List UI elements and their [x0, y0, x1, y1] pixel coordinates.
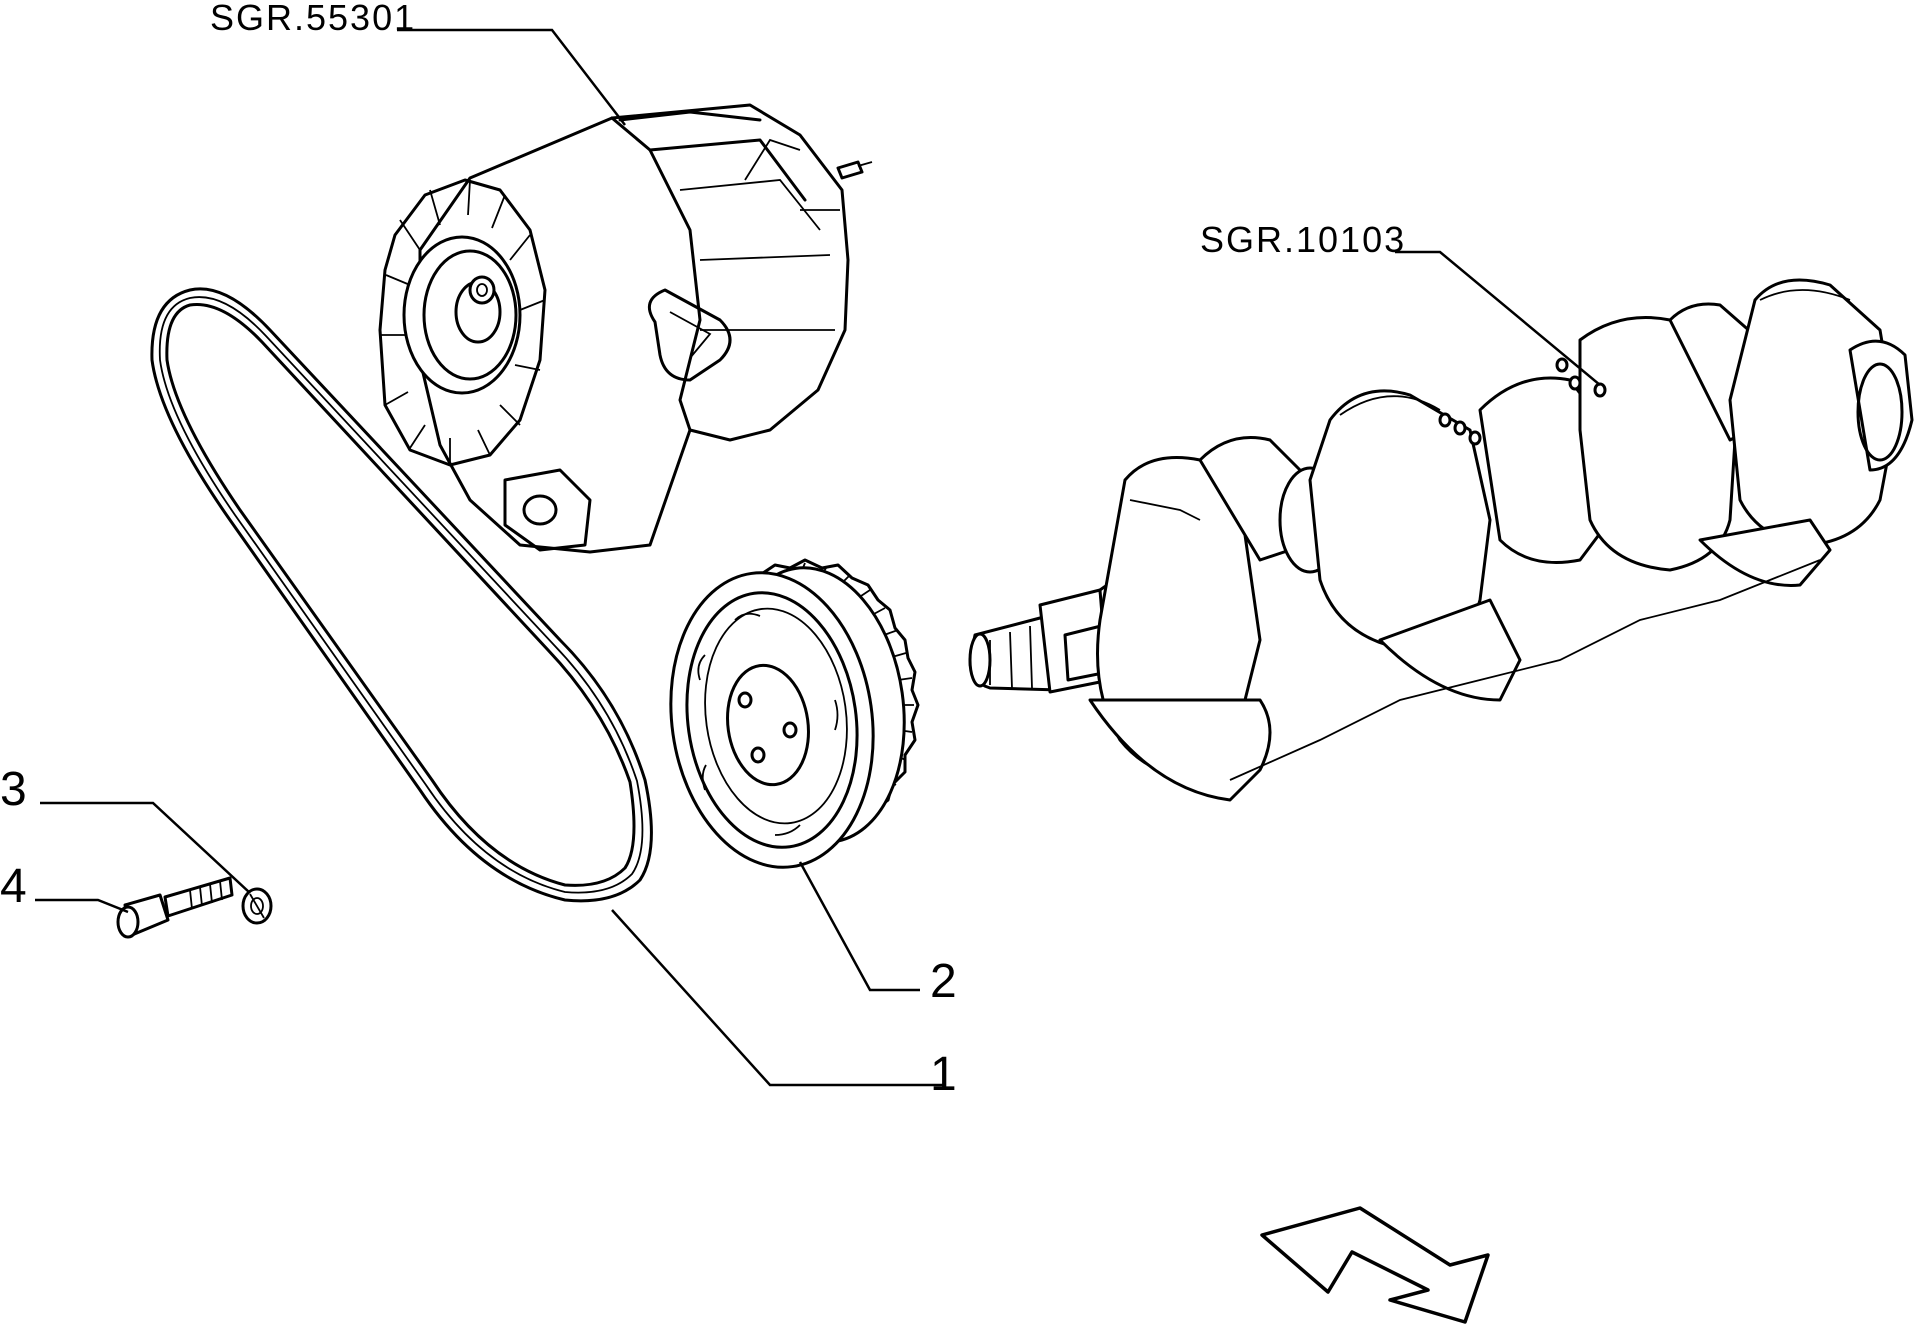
washer-drawing — [241, 887, 273, 925]
crankshaft-pulley-drawing — [669, 558, 920, 869]
drive-belt-drawing — [150, 287, 653, 903]
item-number-4: 4 — [0, 860, 27, 913]
leader-line-item-4 — [35, 898, 129, 914]
item-number-3: 3 — [0, 763, 27, 816]
crankshaft-reference-label: SGR.10103 — [1200, 219, 1406, 260]
alternator-reference-label: SGR.55301 — [210, 0, 416, 38]
leader-line-item-2 — [798, 861, 920, 992]
direction-arrow-icon — [1260, 1206, 1490, 1324]
crankshaft-drawing — [968, 278, 1914, 802]
bolt-drawing — [116, 876, 234, 939]
leader-line-item-3 — [40, 801, 251, 894]
alternator-drawing — [378, 103, 873, 554]
leader-line-alternator — [397, 28, 626, 126]
item-number-2: 2 — [930, 955, 957, 1008]
leader-line-item-1 — [611, 909, 945, 1087]
leader-line-crankshaft — [1395, 250, 1601, 386]
item-number-1: 1 — [930, 1048, 957, 1101]
